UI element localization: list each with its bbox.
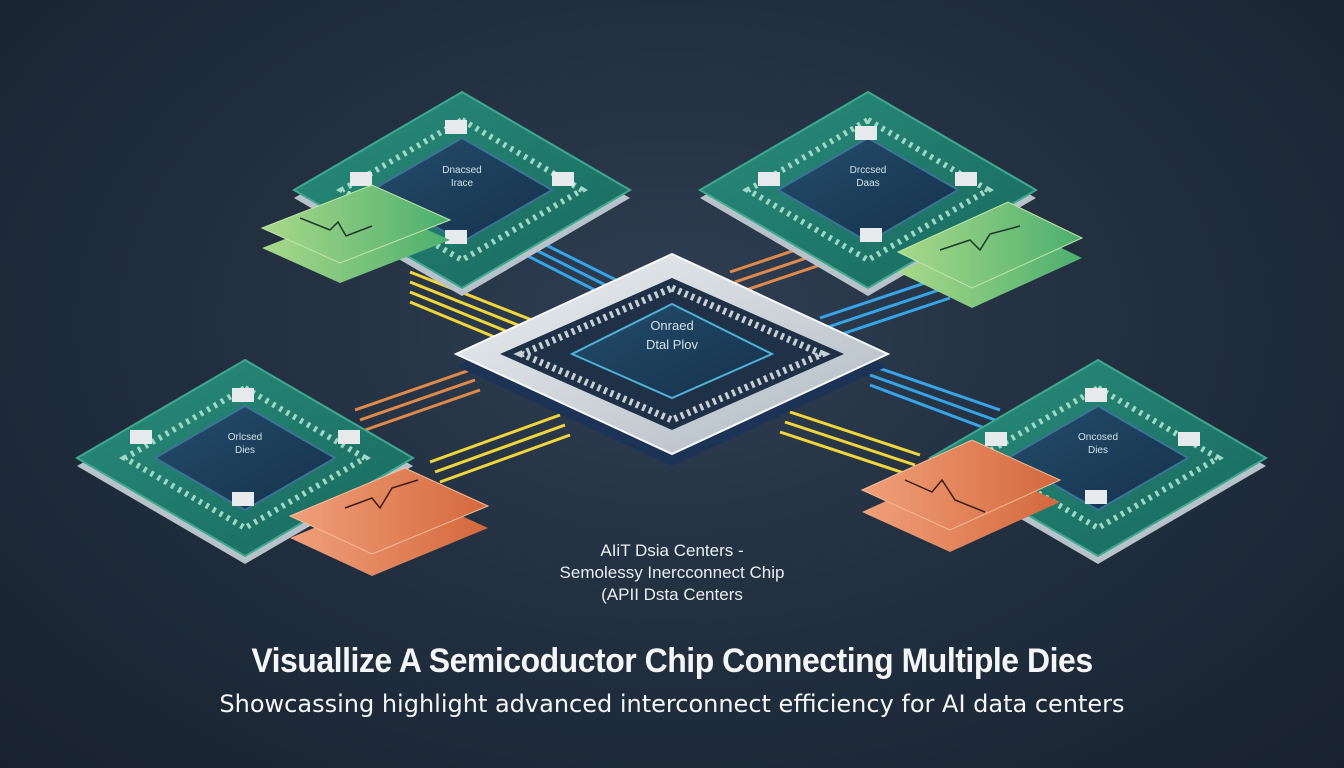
die-pad xyxy=(1178,432,1200,446)
die-pad xyxy=(130,430,152,444)
central-chip-label-line2: Dtal Plov xyxy=(646,337,699,352)
die-pad xyxy=(860,228,882,242)
die-label-line1: Orlcsed xyxy=(228,432,262,443)
die-pad xyxy=(232,388,254,402)
trace-bundle-bottom-right-yellow xyxy=(779,410,921,477)
die-pad xyxy=(758,172,780,186)
panel-top-right xyxy=(896,201,1084,308)
die-pad xyxy=(445,230,467,244)
die-pad xyxy=(350,172,372,186)
waveform-icon xyxy=(939,225,1021,252)
die-pad xyxy=(955,172,977,186)
subheadline: Showcassing highlight advanced interconn… xyxy=(219,690,1125,718)
trace-bundle-bottom-right-blue xyxy=(869,363,1001,432)
trace-bundle-bottom-left-yellow xyxy=(429,413,571,484)
panel-top-left xyxy=(260,184,452,283)
caption-line1: AIiT Dsia Centers - xyxy=(600,541,744,560)
central-chip: Onraed Dtal Plov xyxy=(453,252,891,466)
die-pad xyxy=(1085,490,1107,504)
die-label-line2: Dies xyxy=(235,445,255,456)
central-chip-label-line1: Onraed xyxy=(650,318,693,333)
die-pad xyxy=(985,432,1007,446)
caption-line2: Semolessy Inercconnect Chip xyxy=(559,563,785,582)
panel-bottom-right xyxy=(860,439,1062,552)
die-pad xyxy=(552,172,574,186)
die-label-line1: Oncosed xyxy=(1078,432,1118,443)
die-pad xyxy=(855,126,877,140)
trace-bundle-bottom-left-orange xyxy=(354,368,481,432)
die-label-line1: Dnacsed xyxy=(442,165,481,176)
die-label-line2: Daas xyxy=(856,178,879,189)
waveform-icon xyxy=(904,478,986,513)
die-pad xyxy=(338,430,360,444)
panel-bottom-left xyxy=(288,467,490,576)
caption-line3: (APII Dsta Centers xyxy=(601,585,743,604)
interconnect-traces xyxy=(354,230,1001,484)
die-pad xyxy=(445,120,467,134)
die-pad xyxy=(1085,388,1107,402)
die-label-line1: Drccsed xyxy=(850,165,887,176)
waveform-icon xyxy=(299,217,373,237)
die-pad xyxy=(232,492,254,506)
die-label-line2: Irace xyxy=(451,178,474,189)
trace-bundle-top-right-blue xyxy=(819,276,951,340)
die-label-line2: Dies xyxy=(1088,445,1108,456)
headline: Visuallize A Semicoductor Chip Connectin… xyxy=(251,642,1093,680)
waveform-icon xyxy=(344,479,419,510)
